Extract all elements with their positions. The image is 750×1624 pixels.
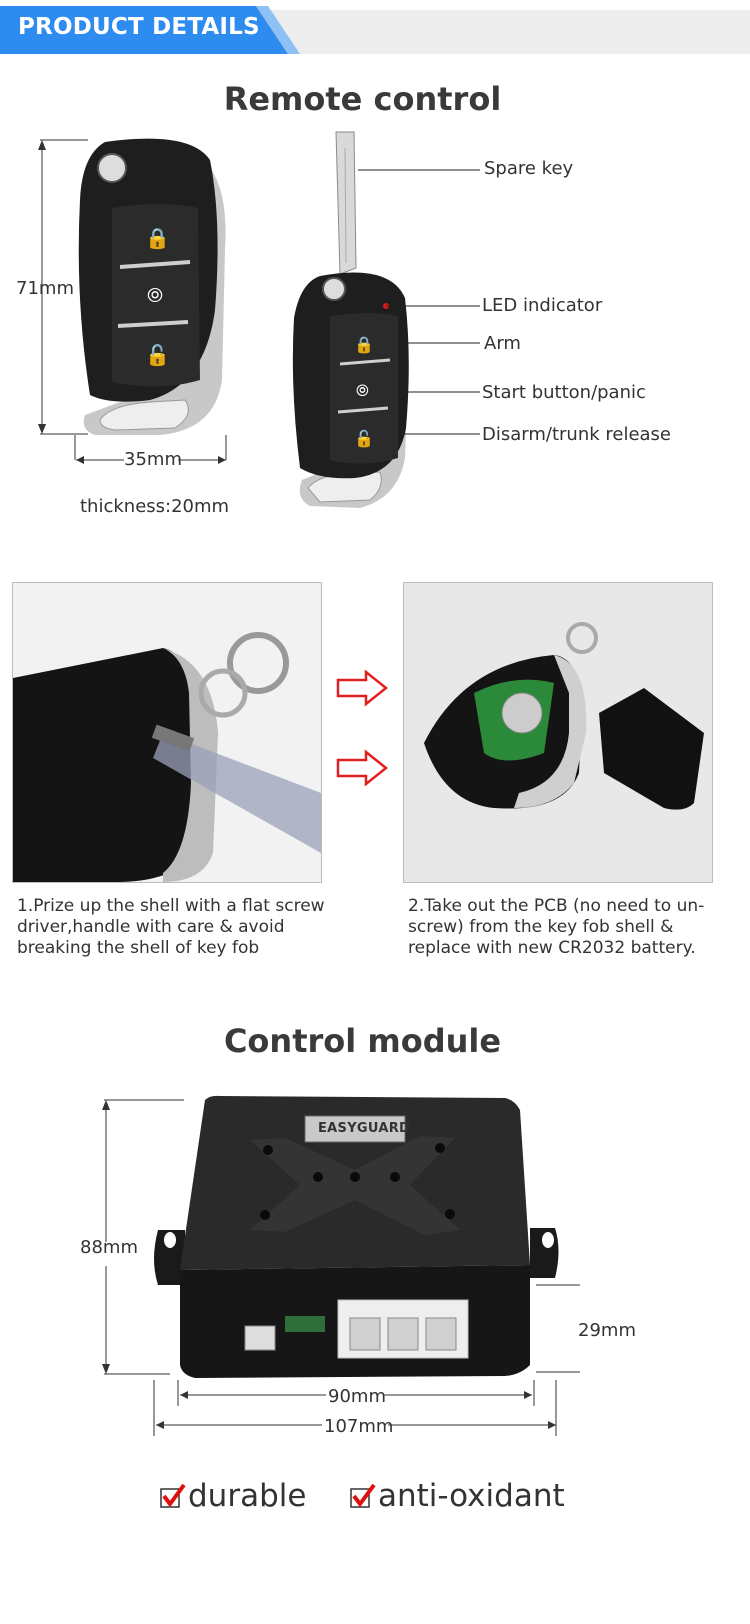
remote-width-label: 35mm <box>124 449 182 470</box>
module-brand-label: EASYGUARD <box>318 1121 411 1136</box>
module-inner-width-label: 90mm <box>328 1386 386 1407</box>
remote-width-dimension-line <box>76 456 226 464</box>
module-height-label: 88mm <box>80 1237 138 1258</box>
remote-thickness-label: thickness:20mm <box>80 496 230 517</box>
step1-caption: 1.Prize up the shell with a flat screw d… <box>17 896 325 958</box>
module-outer-width-line <box>156 1421 556 1429</box>
module-inner-width-line <box>180 1391 532 1399</box>
svg-text:⦾: ⦾ <box>356 381 369 400</box>
red-arrows <box>336 670 389 786</box>
feature-anti-oxidant: anti-oxidant <box>378 1478 565 1514</box>
callout-spare-key: Spare key <box>484 158 574 179</box>
remote-section-title: Remote control <box>223 80 502 118</box>
keyfob-front-illustration: 🔒 ⦾ 🔓 <box>38 138 227 460</box>
feature-durable: durable <box>188 1478 307 1514</box>
step1-photo <box>12 582 322 883</box>
svg-text:🔓: 🔓 <box>354 429 374 448</box>
step2-photo-image <box>404 583 712 882</box>
step2-photo <box>403 582 713 883</box>
svg-text:🔓: 🔓 <box>145 343 170 367</box>
header-banner <box>0 6 750 54</box>
step1-photo-image <box>13 583 321 882</box>
module-depth-label: 29mm <box>578 1320 636 1341</box>
svg-text:🔒: 🔒 <box>354 335 374 354</box>
svg-text:⦾: ⦾ <box>147 283 163 307</box>
callout-arm: Arm <box>484 333 521 354</box>
callout-start-panic: Start button/panic <box>482 382 646 403</box>
durable-check-icon <box>160 1484 186 1508</box>
callout-led-indicator: LED indicator <box>482 295 603 316</box>
svg-text:🔒: 🔒 <box>145 226 170 250</box>
header-title: PRODUCT DETAILS <box>18 14 260 40</box>
control-module-illustration <box>102 1095 580 1436</box>
module-outer-width-label: 107mm <box>324 1416 394 1437</box>
keyfob-callout-illustration: 🔒 ⦾ 🔓 <box>292 131 480 508</box>
module-section-title: Control module <box>223 1022 502 1060</box>
callout-disarm-trunk: Disarm/trunk release <box>482 424 672 445</box>
anti-oxidant-check-icon <box>350 1484 376 1508</box>
remote-height-label: 71mm <box>16 278 74 299</box>
step2-caption: 2.Take out the PCB (no need to un-screw)… <box>408 896 705 958</box>
